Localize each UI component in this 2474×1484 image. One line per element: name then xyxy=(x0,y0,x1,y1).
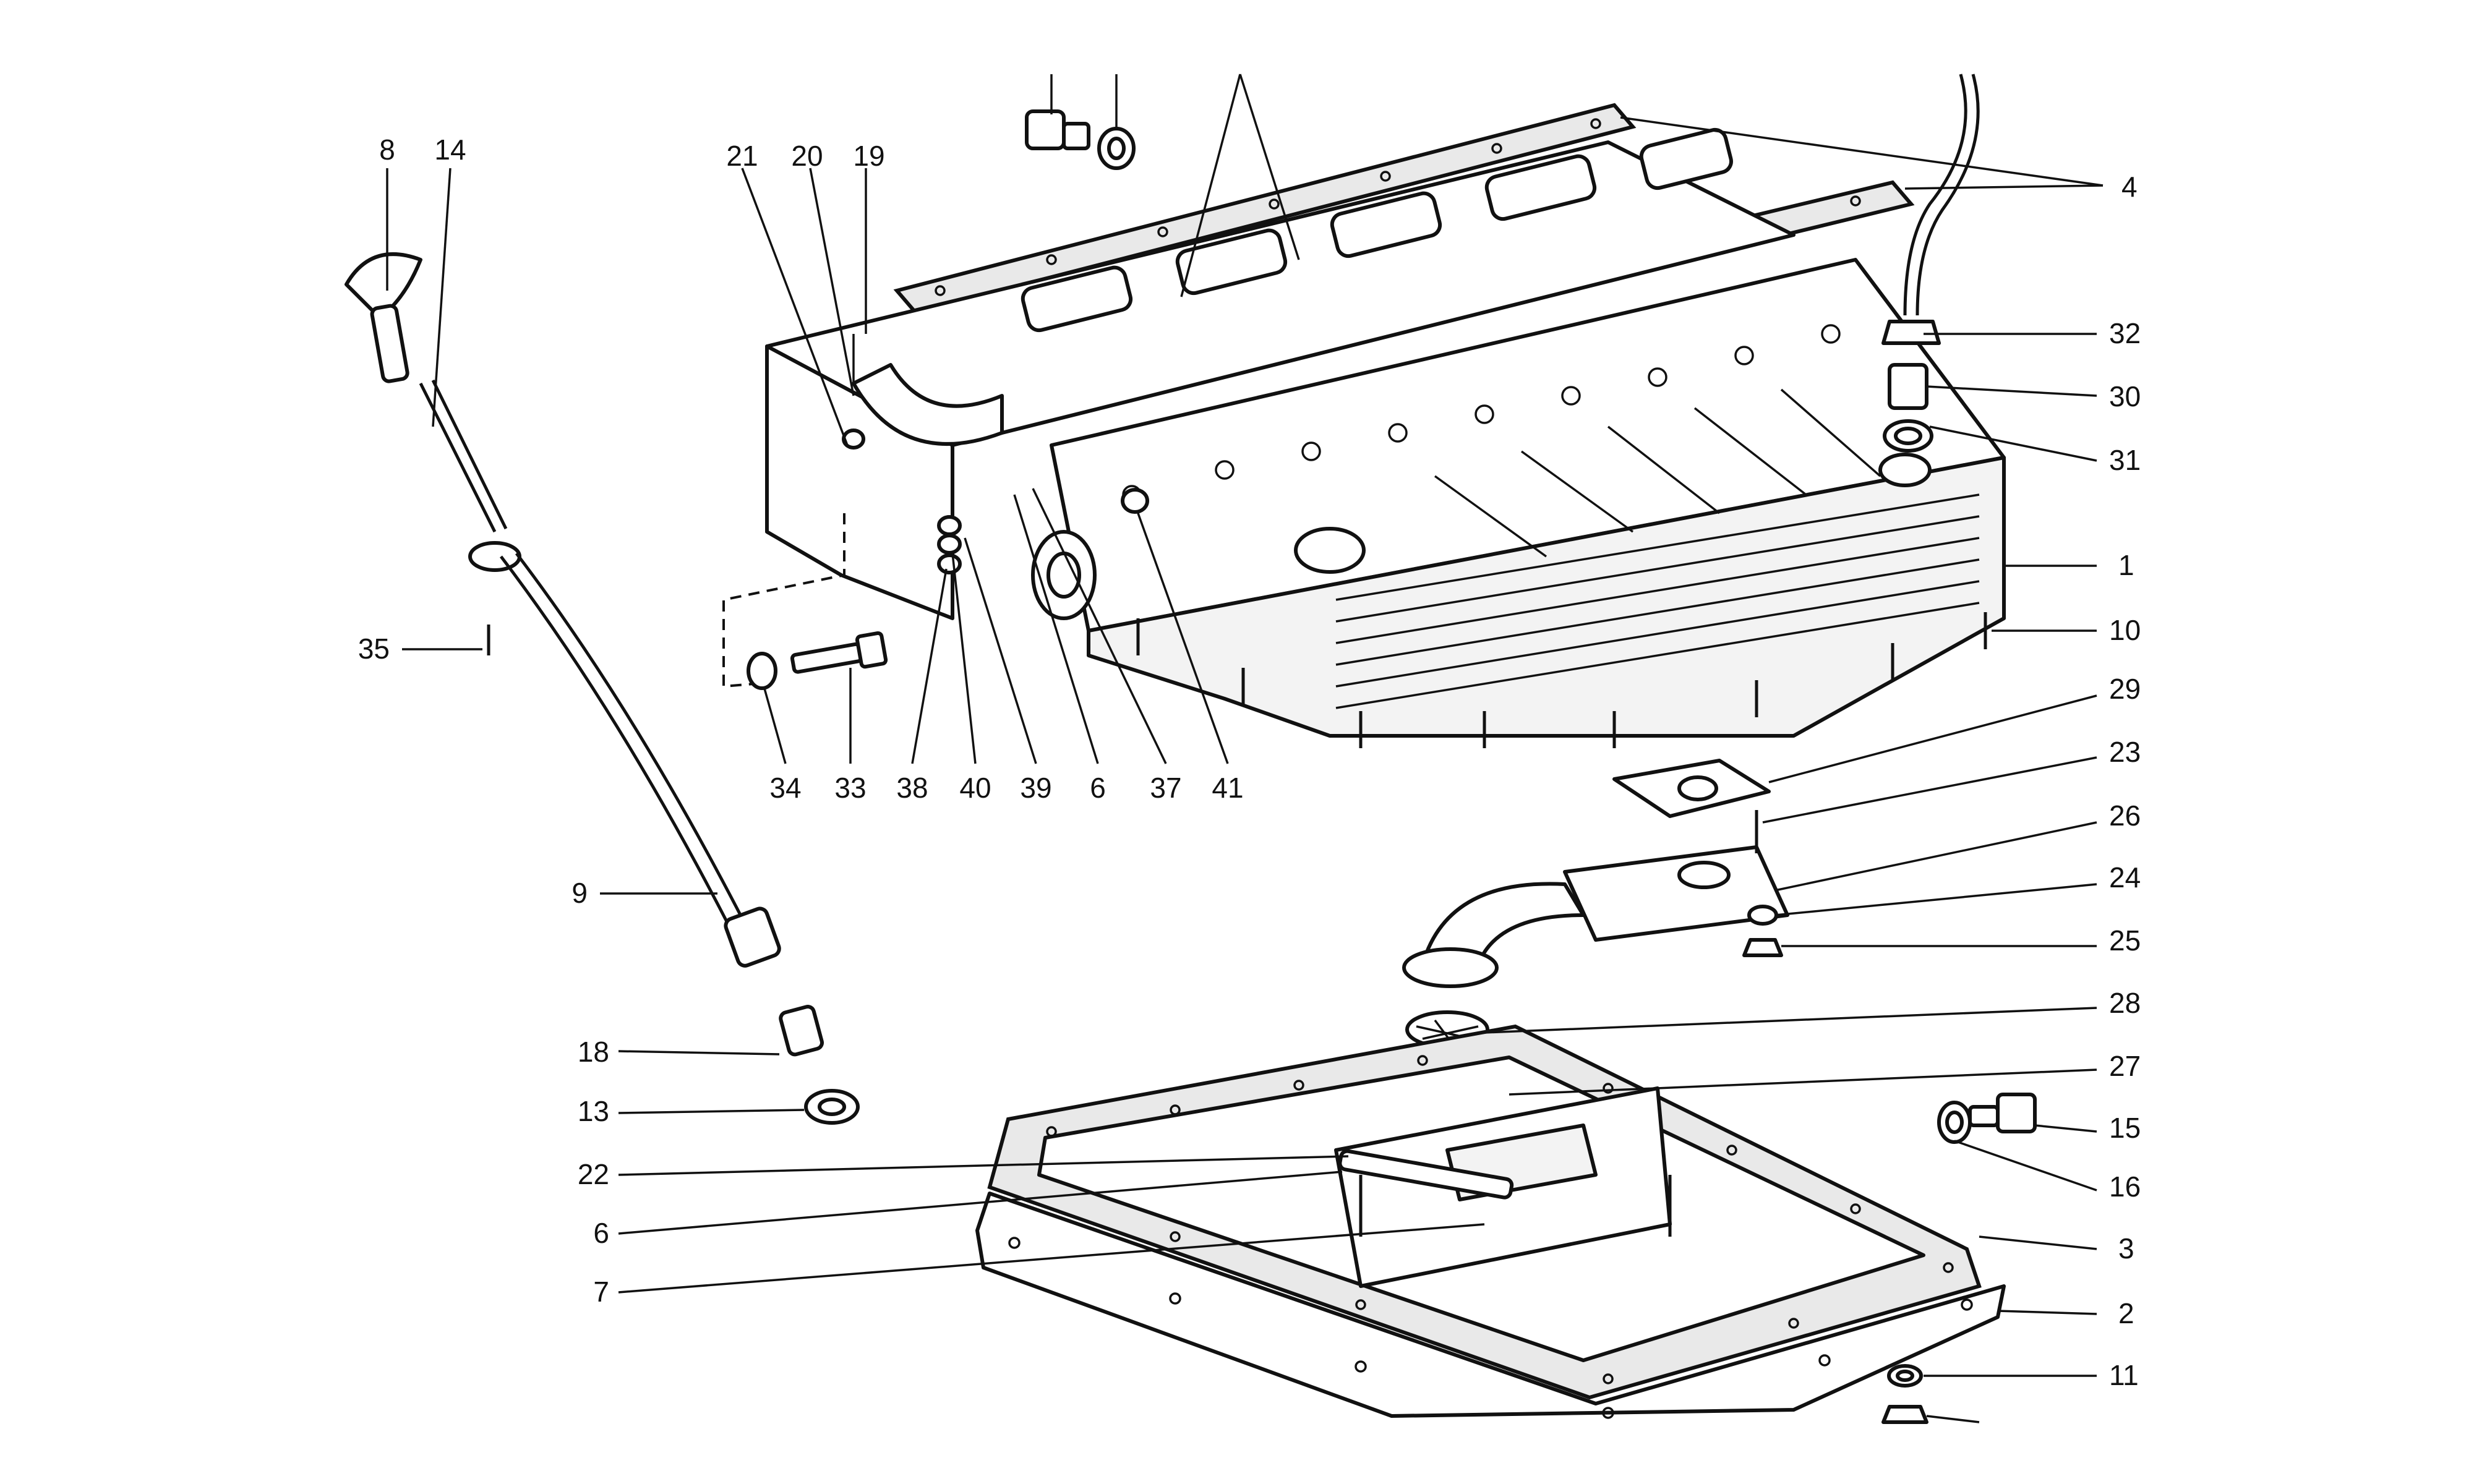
callout-20: 20 xyxy=(791,140,823,172)
callout-38: 38 xyxy=(896,772,928,804)
callout-8: 8 xyxy=(379,134,395,166)
callout-37: 37 xyxy=(1150,772,1181,804)
callout-31: 31 xyxy=(2109,444,2141,476)
callout-21: 21 xyxy=(726,140,758,172)
callout-15: 15 xyxy=(2109,1112,2141,1144)
oil-suction-pipe xyxy=(1402,759,1789,988)
pan-nuts xyxy=(1881,1364,1928,1424)
callout-2: 2 xyxy=(2118,1297,2134,1329)
callout-6-upper: 6 xyxy=(1090,772,1106,804)
drain-plug xyxy=(1937,1093,2037,1144)
callout-41: 41 xyxy=(1212,772,1243,804)
callout-40: 40 xyxy=(959,772,991,804)
callout-39: 39 xyxy=(1020,772,1051,804)
callout-4: 4 xyxy=(2121,171,2138,203)
callout-33: 33 xyxy=(834,772,866,804)
callout-6-lower: 6 xyxy=(593,1217,609,1249)
callout-23: 23 xyxy=(2109,736,2141,768)
callout-24: 24 xyxy=(2109,861,2141,893)
callout-7: 7 xyxy=(593,1276,609,1308)
callout-22: 22 xyxy=(578,1158,609,1190)
top-fittings xyxy=(1025,109,1136,170)
callout-3: 3 xyxy=(2118,1232,2134,1264)
callout-29: 29 xyxy=(2109,673,2141,705)
callout-27: 27 xyxy=(2109,1050,2141,1082)
right-upper-fittings xyxy=(1881,320,1941,453)
callout-14: 14 xyxy=(434,134,466,166)
callout-9: 9 xyxy=(571,877,588,909)
dipstick-assembly xyxy=(345,252,860,1125)
callout-30: 30 xyxy=(2109,380,2141,412)
callout-13: 13 xyxy=(578,1095,609,1127)
callout-25: 25 xyxy=(2109,924,2141,957)
callout-11: 11 xyxy=(2109,1359,2139,1391)
callout-26: 26 xyxy=(2109,800,2141,832)
callout-18: 18 xyxy=(578,1036,609,1068)
inner-baffle-tray xyxy=(1334,1086,1672,1288)
callout-labels: 8 14 21 20 19 4 32 30 31 1 10 29 23 26 2… xyxy=(358,134,2141,1391)
callout-1: 1 xyxy=(2118,549,2134,581)
callout-35: 35 xyxy=(358,633,390,665)
upper-oil-sump-body xyxy=(765,127,2006,748)
hidden-bolt-path xyxy=(722,513,845,688)
callout-32: 32 xyxy=(2109,317,2141,349)
callout-28: 28 xyxy=(2109,987,2141,1019)
lower-oil-pan xyxy=(975,1192,2006,1419)
oil-pipe xyxy=(1903,74,1967,316)
leader-lines xyxy=(386,74,2104,1423)
callout-16: 16 xyxy=(2109,1171,2141,1203)
side-bolt xyxy=(747,631,888,690)
callout-10: 10 xyxy=(2109,614,2141,646)
callout-34: 34 xyxy=(769,772,801,804)
callout-19: 19 xyxy=(853,140,884,172)
